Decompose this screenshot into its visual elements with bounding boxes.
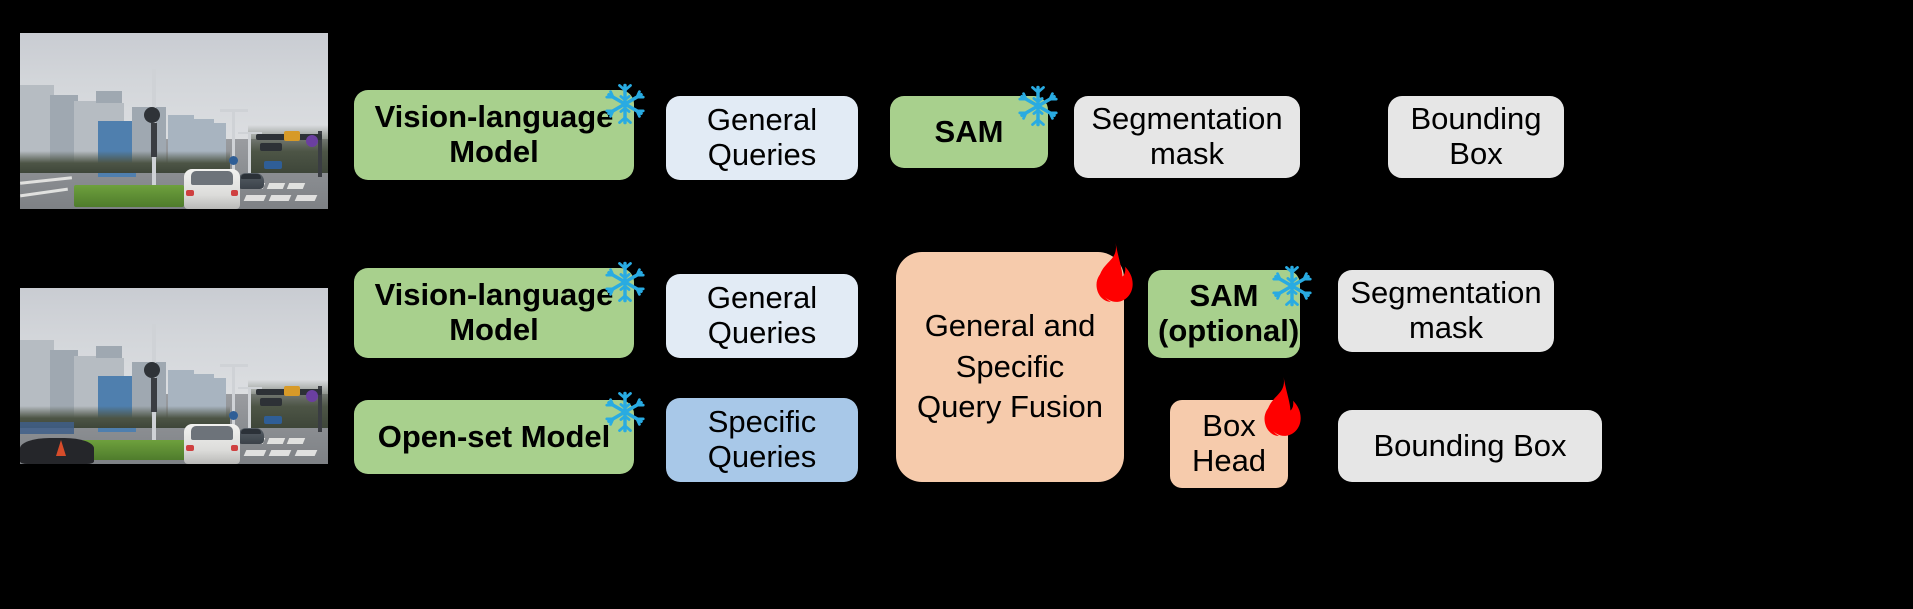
node-general-queries-row2[interactable]: General Queries <box>666 274 858 358</box>
tail-light <box>186 444 194 452</box>
traffic-cone <box>56 440 66 456</box>
lane-stripe <box>243 195 267 201</box>
node-label: Segmentation mask <box>1350 275 1542 345</box>
lane-stripe <box>294 450 318 456</box>
node-segmentation-mask-row2[interactable]: Segmentation mask <box>1338 270 1554 352</box>
node-bounding-box-row2[interactable]: Bounding Box <box>1338 410 1602 482</box>
node-query-fusion[interactable]: General and Specific Query Fusion <box>896 252 1124 482</box>
node-label: Box Head <box>1191 408 1267 478</box>
node-label: SAM <box>934 113 1004 149</box>
dark-car <box>238 428 264 444</box>
node-sam-optional[interactable]: SAM (optional) <box>1148 270 1300 358</box>
node-specific-queries[interactable]: Specific Queries <box>666 398 858 482</box>
street-lamp-arm <box>220 109 248 112</box>
signal-pole <box>151 378 157 412</box>
node-label: General Queries <box>706 280 818 350</box>
street-lamp <box>248 388 251 428</box>
tail-light <box>230 444 238 452</box>
round-sign <box>144 107 160 123</box>
lane-stripe <box>286 438 306 444</box>
street-lamp-arm <box>238 387 262 389</box>
lane-stripe <box>266 183 286 189</box>
lane-stripe <box>243 450 267 456</box>
car-window <box>241 173 261 180</box>
lane-stripe <box>268 195 292 201</box>
white-suv <box>184 169 240 209</box>
white-suv <box>184 424 240 464</box>
blue-sign <box>264 161 282 169</box>
grass-median <box>82 440 188 460</box>
car-window <box>241 428 261 435</box>
lane-stripe <box>266 438 286 444</box>
gantry-pole <box>318 131 322 177</box>
node-open-set-model[interactable]: Open-set Model <box>354 400 634 474</box>
amber-sign <box>284 386 300 396</box>
traffic-light <box>260 398 282 406</box>
node-label: Vision-language Model <box>374 99 614 169</box>
amber-sign <box>284 131 300 141</box>
node-label: SAM (optional) <box>1158 278 1300 348</box>
street-lamp <box>248 133 251 173</box>
guard-rail <box>20 422 74 434</box>
tree-line <box>20 151 230 173</box>
node-bounding-box-row1[interactable]: Bounding Box <box>1388 96 1564 178</box>
car-window <box>190 171 234 185</box>
node-label: Bounding Box <box>1373 427 1567 463</box>
signal-pole <box>151 123 157 157</box>
street-lamp-arm <box>238 132 262 134</box>
node-label: General Queries <box>706 102 818 172</box>
dark-car <box>238 173 264 189</box>
node-segmentation-mask-row1[interactable]: Segmentation mask <box>1074 96 1300 178</box>
traffic-light <box>260 143 282 151</box>
lane-stripe <box>294 195 318 201</box>
node-label: Specific Queries <box>707 404 817 474</box>
input-image-top <box>20 33 328 209</box>
gantry-pole <box>318 386 322 432</box>
purple-sign <box>306 390 318 402</box>
node-label: Segmentation mask <box>1091 101 1283 171</box>
node-vision-language-model-row1[interactable]: Vision-language Model <box>354 90 634 180</box>
lane-stripe <box>268 450 292 456</box>
purple-sign <box>306 135 318 147</box>
blue-sign <box>264 416 282 424</box>
tail-light <box>186 189 194 197</box>
car-window <box>190 426 234 440</box>
node-general-queries-row1[interactable]: General Queries <box>666 96 858 180</box>
round-sign <box>144 362 160 378</box>
blue-disc-sign <box>229 411 238 420</box>
roadworks-patch <box>20 438 94 464</box>
input-image-bottom <box>20 288 328 464</box>
grass-median <box>74 185 184 207</box>
node-label: Open-set Model <box>377 418 611 454</box>
node-label: Bounding Box <box>1410 101 1542 171</box>
lane-stripe <box>286 183 306 189</box>
node-label: Vision-language Model <box>374 277 614 347</box>
street-lamp-arm <box>220 364 248 367</box>
street-lamp <box>232 366 235 428</box>
blue-disc-sign <box>229 156 238 165</box>
node-box-head[interactable]: Box Head <box>1170 400 1288 488</box>
node-label: General and Specific Query Fusion <box>916 307 1104 425</box>
tail-light <box>230 189 238 197</box>
node-sam-row1[interactable]: SAM <box>890 96 1048 168</box>
node-vision-language-model-row2[interactable]: Vision-language Model <box>354 268 634 358</box>
street-lamp <box>232 111 235 173</box>
